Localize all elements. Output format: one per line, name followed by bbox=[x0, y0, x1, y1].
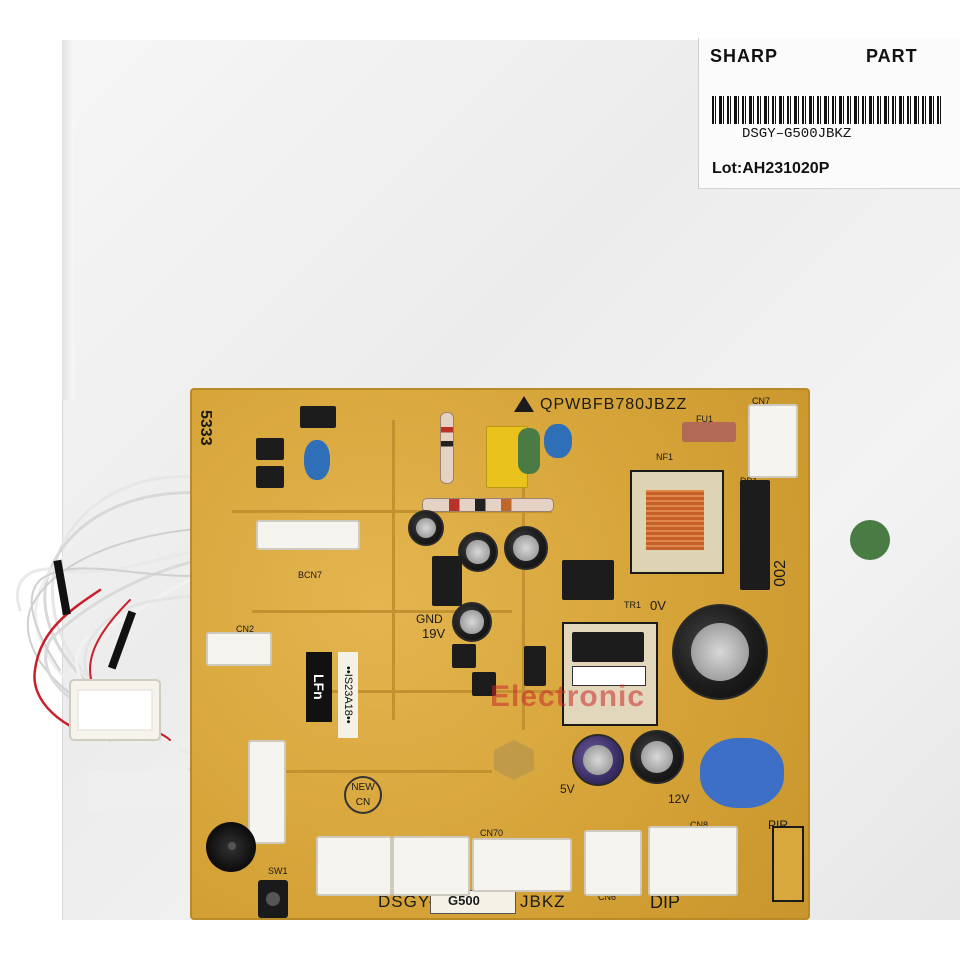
connector-cn1[interactable] bbox=[248, 740, 286, 844]
watermark-logo bbox=[494, 740, 534, 780]
cn70-label: CN70 bbox=[480, 828, 504, 838]
0v-label: 0V bbox=[650, 598, 666, 613]
label-brand: SHARP bbox=[710, 46, 779, 66]
trace bbox=[312, 690, 592, 693]
optocoupler bbox=[300, 406, 336, 428]
electrolytic-capacitor bbox=[458, 532, 498, 572]
electrolytic-capacitor bbox=[630, 730, 684, 784]
lfn-id-sticker: ••IS23A18•• bbox=[338, 652, 358, 738]
cn7-label: CN7 bbox=[752, 396, 771, 406]
trace bbox=[252, 610, 512, 613]
line-filter bbox=[630, 470, 724, 574]
connector-cn7[interactable] bbox=[748, 404, 798, 478]
purple-capacitor bbox=[572, 734, 624, 786]
pir-header[interactable] bbox=[772, 826, 804, 902]
power-resistor bbox=[422, 498, 554, 512]
connector-cn6[interactable] bbox=[584, 830, 642, 896]
pcb-part-code: QPWBFB780JBZZ bbox=[540, 396, 688, 413]
gnd-label: GND bbox=[416, 612, 443, 626]
barcode bbox=[712, 96, 944, 124]
blue-y-capacitor bbox=[700, 738, 784, 808]
electrolytic-capacitor bbox=[504, 526, 548, 570]
connector-cn70[interactable] bbox=[472, 838, 572, 892]
5v-label: 5V bbox=[560, 782, 575, 796]
side-mark: 002 bbox=[772, 560, 789, 587]
electrolytic-capacitor bbox=[452, 602, 492, 642]
blue-capacitor bbox=[304, 440, 330, 480]
label-part-number: DSGY–G500JBKZ bbox=[742, 126, 852, 142]
cn6-label: CN6 bbox=[598, 892, 617, 902]
sw1-label: SW1 bbox=[268, 866, 288, 876]
connector-bcn7[interactable] bbox=[256, 520, 360, 550]
fu1-label: FU1 bbox=[696, 414, 714, 424]
green-capacitor bbox=[850, 520, 890, 560]
connector[interactable] bbox=[316, 836, 392, 896]
bcn7-label: BCN7 bbox=[298, 570, 323, 580]
label-part: PART bbox=[866, 46, 918, 66]
regulator bbox=[432, 556, 462, 606]
label-lot: Lot:AH231020P bbox=[712, 160, 830, 177]
cn2-label: CN2 bbox=[236, 624, 255, 634]
connector-cn2[interactable] bbox=[206, 632, 272, 666]
nf1-label: NF1 bbox=[656, 452, 674, 462]
new-cn-mark: NEW CN bbox=[344, 776, 382, 814]
transistor bbox=[472, 672, 496, 696]
tr1-label: TR1 bbox=[624, 600, 642, 610]
pcb-side-code: 5333 bbox=[197, 410, 214, 446]
dip-label: DIP bbox=[650, 892, 681, 912]
12v-label: 12V bbox=[668, 792, 690, 806]
vertical-resistor bbox=[440, 412, 454, 484]
bag-fold bbox=[62, 40, 74, 400]
fuse bbox=[682, 422, 736, 442]
large-electrolytic-capacitor bbox=[672, 604, 768, 700]
cn8-label: CN8 bbox=[690, 820, 709, 830]
warning-triangle-icon bbox=[514, 396, 534, 412]
watermark-text: Electronic bbox=[490, 680, 646, 713]
connector[interactable] bbox=[392, 836, 470, 896]
pcb-model-left: DSGY- bbox=[378, 892, 436, 911]
transistor bbox=[452, 644, 476, 668]
optocoupler bbox=[256, 466, 284, 488]
trace bbox=[392, 420, 395, 720]
lfn-badge: LFn bbox=[306, 652, 332, 722]
trace bbox=[252, 770, 492, 773]
bridge-rectifier bbox=[740, 480, 770, 590]
blue-capacitor bbox=[544, 424, 572, 458]
transformer-tr1 bbox=[562, 622, 658, 726]
ic-chip bbox=[562, 560, 614, 600]
electrolytic-capacitor bbox=[408, 510, 444, 546]
buzzer-hole bbox=[228, 842, 236, 850]
transistor bbox=[524, 646, 546, 686]
pcb-model-middle: G500 bbox=[448, 893, 480, 908]
pcb-model-right: JBKZ bbox=[520, 892, 566, 911]
19v-label: 19V bbox=[422, 626, 446, 641]
connector-cn8[interactable] bbox=[648, 826, 738, 896]
optocoupler bbox=[256, 438, 284, 460]
switch-button[interactable] bbox=[266, 892, 280, 906]
trace bbox=[522, 470, 525, 730]
varistor bbox=[518, 428, 540, 474]
